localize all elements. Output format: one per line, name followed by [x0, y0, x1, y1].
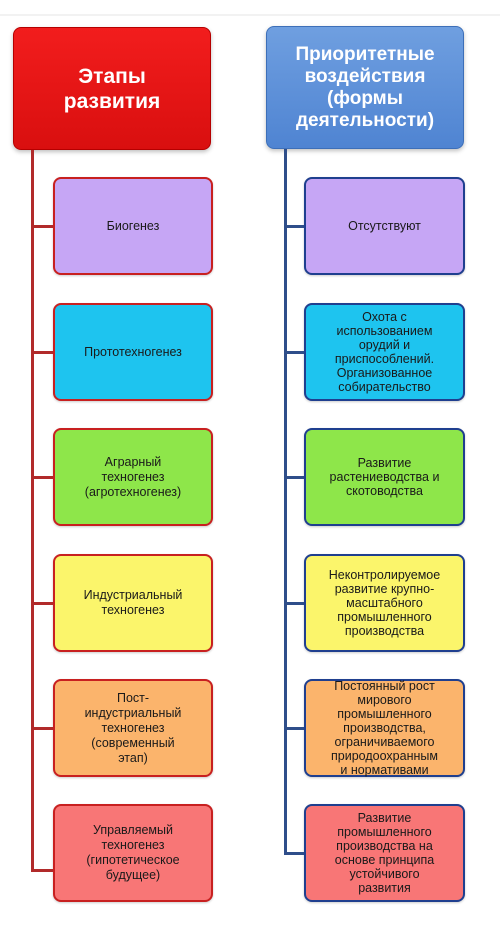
stage-box-6: Управляемый техногенез (гипотетическое б… — [53, 804, 213, 902]
activity-box-1: Отсутствуют — [304, 177, 465, 275]
header-activities: Приоритетные воздействия (формы деятельн… — [266, 26, 464, 149]
activity-box-5: Постоянный рост мирового промышленного п… — [304, 679, 465, 777]
connector-branch-right-4 — [284, 602, 304, 605]
stage-box-2: Прототехногенез — [53, 303, 213, 401]
connector-branch-left-4 — [31, 602, 53, 605]
activity-box-3: Развитие растениеводства и скотоводства — [304, 428, 465, 526]
stage-box-4: Индустриальный техногенез — [53, 554, 213, 652]
connector-branch-right-2 — [284, 351, 304, 354]
connector-branch-left-6 — [31, 869, 53, 872]
connector-branch-right-1 — [284, 225, 304, 228]
connector-branch-right-5 — [284, 727, 304, 730]
header-stages: Этапы развития — [13, 27, 211, 150]
connector-branch-left-3 — [31, 476, 53, 479]
connector-branch-left-1 — [31, 225, 53, 228]
connector-branch-right-3 — [284, 476, 304, 479]
stage-box-3: Аграрный техногенез (агротехногенез) — [53, 428, 213, 526]
connector-branch-left-5 — [31, 727, 53, 730]
stage-box-5: Пост- индустриальный техногенез (совреме… — [53, 679, 213, 777]
top-divider — [0, 14, 500, 16]
connector-branch-right-6 — [284, 852, 304, 855]
connector-trunk-right — [284, 149, 287, 853]
activity-box-4: Неконтролируемое развитие крупно- масшта… — [304, 554, 465, 652]
connector-branch-left-2 — [31, 351, 53, 354]
activity-box-6: Развитие промышленного производства на о… — [304, 804, 465, 902]
activity-box-2: Охота с использованием орудий и приспосо… — [304, 303, 465, 401]
stage-box-1: Биогенез — [53, 177, 213, 275]
connector-trunk-left — [31, 150, 34, 871]
